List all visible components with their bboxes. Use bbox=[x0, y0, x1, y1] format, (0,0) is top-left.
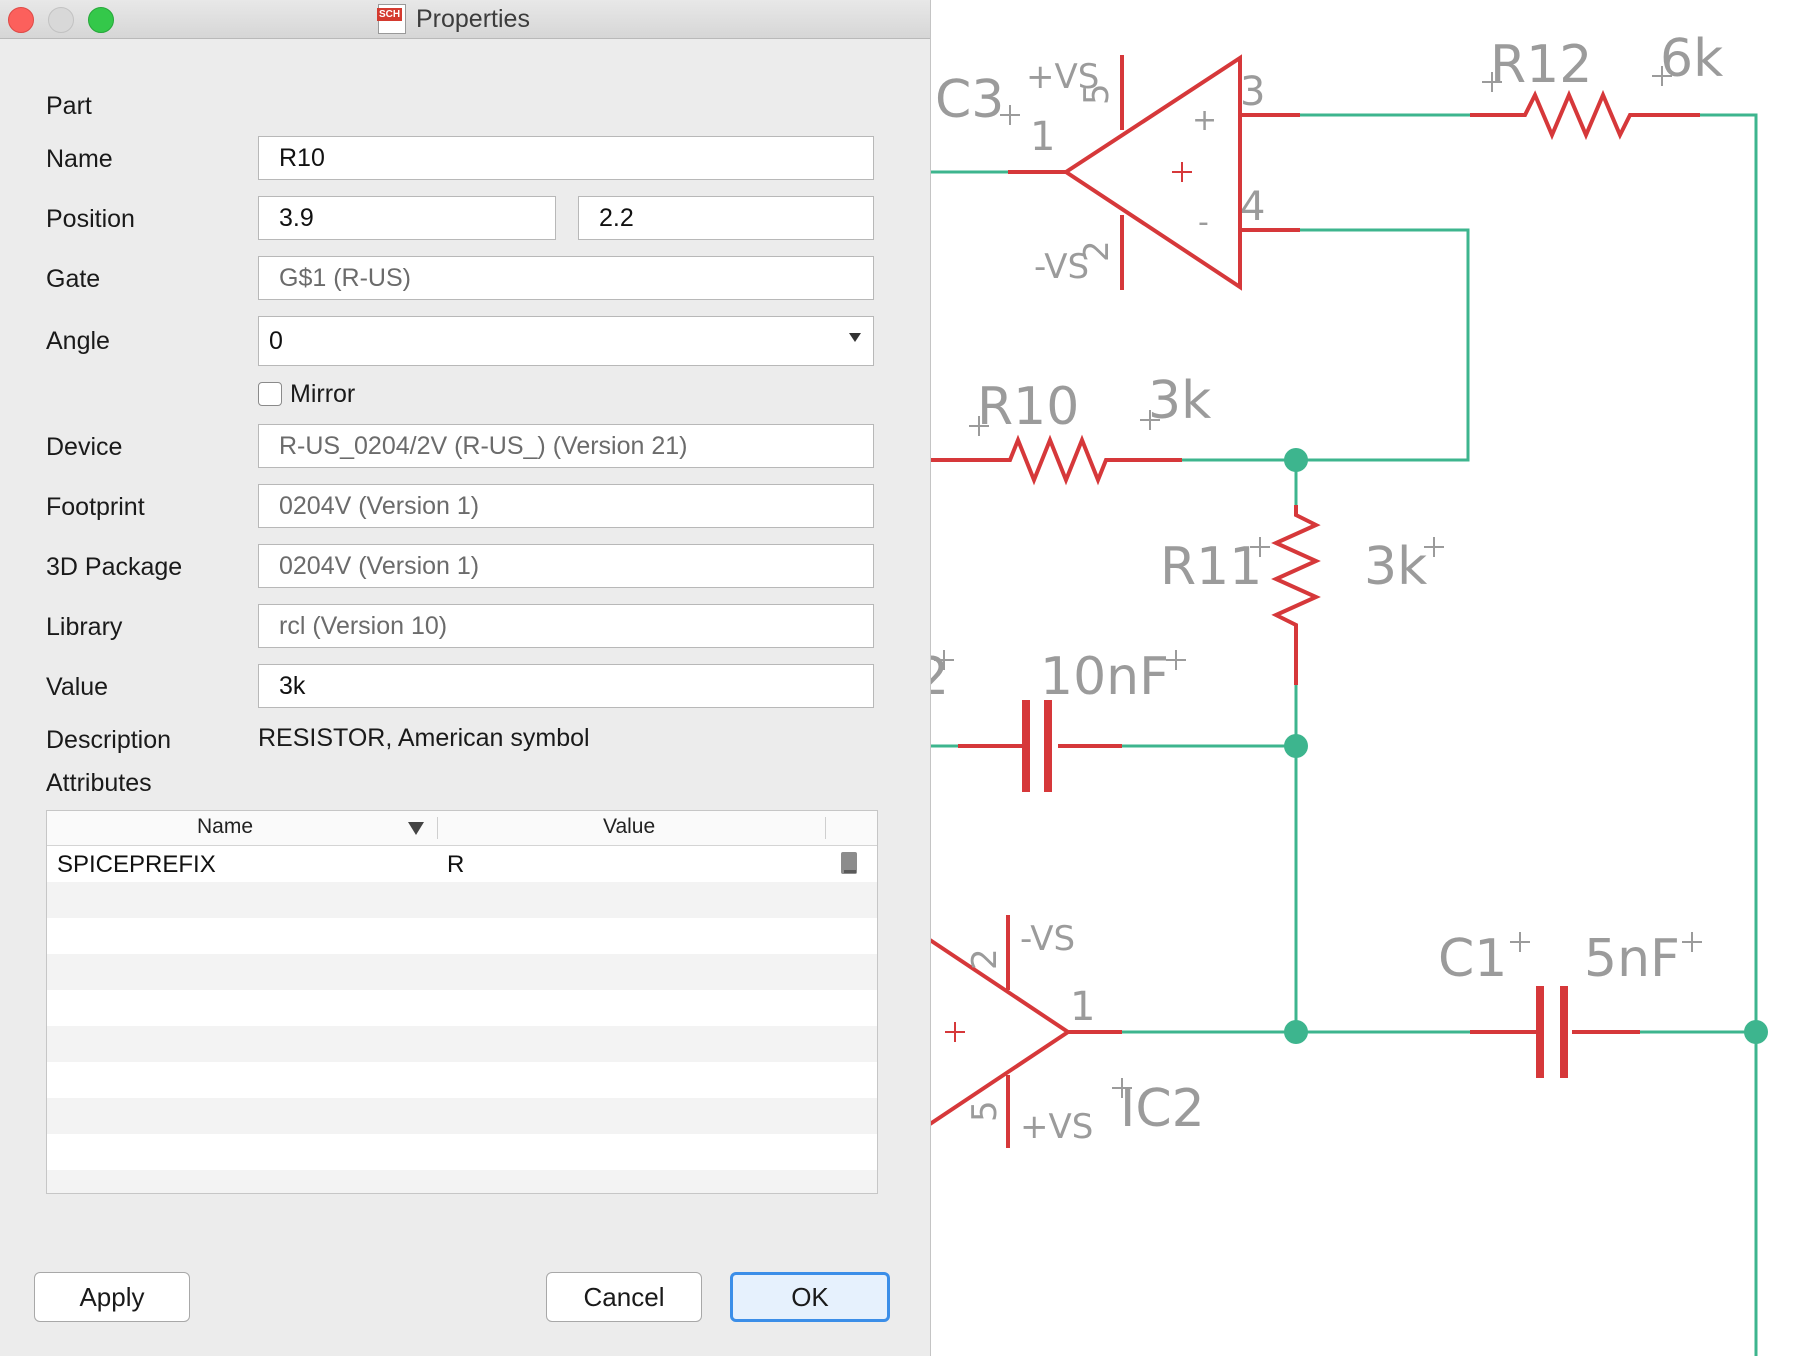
table-row-empty bbox=[47, 1098, 877, 1134]
label-vs-plus-bottom: +VS bbox=[1020, 1107, 1093, 1147]
gate-label: Gate bbox=[46, 265, 101, 293]
name-field[interactable]: R10 bbox=[258, 136, 874, 180]
label-r12: R12 bbox=[1490, 35, 1592, 95]
table-row[interactable]: SPICEPREFIX R bbox=[47, 846, 877, 882]
table-row-empty bbox=[47, 1134, 877, 1170]
net-wires bbox=[930, 113, 1758, 1356]
opamp-top-symbol bbox=[1062, 54, 1242, 291]
window-title: SCH Properties bbox=[377, 4, 530, 34]
cancel-button[interactable]: Cancel bbox=[546, 1272, 702, 1322]
label-r10: R10 bbox=[977, 377, 1079, 437]
mirror-label[interactable]: Mirror bbox=[290, 380, 356, 408]
origin-crosses bbox=[934, 66, 1702, 1098]
label-pin1-bottom: 1 bbox=[1070, 984, 1095, 1030]
value-label: Value bbox=[46, 673, 109, 701]
label-r10-value: 3k bbox=[1148, 371, 1211, 431]
maximize-window-button[interactable] bbox=[88, 7, 114, 33]
part-heading: Part bbox=[46, 92, 92, 120]
apply-button[interactable]: Apply bbox=[34, 1272, 190, 1322]
device-label: Device bbox=[46, 433, 123, 461]
label-vs-minus-top: -VS bbox=[1034, 247, 1089, 287]
edit-attribute-icon[interactable] bbox=[841, 852, 857, 874]
label-c3: C3 bbox=[935, 70, 1004, 130]
label-r11-value: 3k bbox=[1364, 537, 1427, 597]
attributes-table-body: SPICEPREFIX R bbox=[47, 846, 877, 1193]
value-field[interactable]: 3k bbox=[258, 664, 874, 708]
r10-symbol bbox=[930, 434, 1182, 486]
schematic-labels: C3 1 +VS 5 2 -VS 3 4 + - R12 6k R10 3k R… bbox=[916, 29, 1723, 1147]
r12-symbol bbox=[1470, 89, 1700, 141]
mirror-checkbox[interactable] bbox=[258, 382, 282, 406]
attributes-table-header: Name Value bbox=[47, 811, 877, 846]
label-c1-value: 5nF bbox=[1584, 929, 1680, 989]
angle-label: Angle bbox=[46, 327, 110, 355]
label-c3-pin1: 1 bbox=[1030, 114, 1055, 160]
label-r12-value: 6k bbox=[1660, 29, 1723, 89]
label-ic2: IC2 bbox=[1120, 1079, 1205, 1139]
description-label: Description bbox=[46, 726, 172, 754]
schematic-file-icon: SCH bbox=[377, 4, 406, 34]
angle-select[interactable]: 0 bbox=[258, 316, 874, 366]
description-text: RESISTOR, American symbol bbox=[258, 724, 590, 752]
column-header-name[interactable]: Name bbox=[197, 815, 254, 838]
c1-symbol bbox=[1536, 986, 1568, 1078]
package3d-field: 0204V (Version 1) bbox=[258, 544, 874, 588]
attributes-table[interactable]: Name Value SPICEPREFIX R bbox=[46, 810, 878, 1194]
table-row-empty bbox=[47, 954, 877, 990]
sort-descending-icon[interactable] bbox=[408, 822, 424, 835]
footprint-field: 0204V (Version 1) bbox=[258, 484, 874, 528]
gate-field: G$1 (R-US) bbox=[258, 256, 874, 300]
chevron-down-icon bbox=[849, 333, 861, 342]
device-field: R-US_0204/2V (R-US_) (Version 21) bbox=[258, 424, 874, 468]
column-header-value[interactable]: Value bbox=[603, 815, 656, 838]
parts bbox=[928, 54, 1700, 1148]
c2-symbol bbox=[1022, 700, 1052, 792]
label-op1-plus: + bbox=[1192, 103, 1217, 138]
position-x-field[interactable]: 3.9 bbox=[258, 196, 556, 240]
label-c2-value: 10nF bbox=[1040, 647, 1169, 707]
window-title-text: Properties bbox=[416, 4, 530, 33]
library-label: Library bbox=[46, 613, 123, 641]
table-row-empty bbox=[47, 1062, 877, 1098]
properties-dialog: SCH Properties Part Name R10 Position 3.… bbox=[0, 0, 931, 1356]
table-row-empty bbox=[47, 1026, 877, 1062]
footprint-label: Footprint bbox=[46, 493, 145, 521]
label-op1-pin3: 3 bbox=[1240, 69, 1265, 115]
column-divider bbox=[825, 817, 826, 839]
label-pin2-bottom: 2 bbox=[965, 948, 1005, 970]
label-c1: C1 bbox=[1438, 929, 1507, 989]
label-op1-minus: - bbox=[1198, 205, 1209, 240]
label-vs-plus-top: +VS bbox=[1026, 57, 1099, 97]
table-row-empty bbox=[47, 1170, 877, 1193]
attributes-label: Attributes bbox=[46, 769, 152, 797]
minimize-window-button[interactable] bbox=[48, 7, 74, 33]
position-y-field[interactable]: 2.2 bbox=[578, 196, 874, 240]
table-row-empty bbox=[47, 990, 877, 1026]
package3d-label: 3D Package bbox=[46, 553, 183, 581]
label-op1-pin4: 4 bbox=[1240, 184, 1265, 230]
angle-select-value: 0 bbox=[269, 326, 283, 355]
label-vs-minus-bottom: -VS bbox=[1020, 919, 1075, 959]
label-pin2-top: 2 bbox=[1077, 240, 1117, 262]
ok-button[interactable]: OK bbox=[730, 1272, 890, 1322]
attribute-value-cell[interactable]: R bbox=[447, 851, 465, 878]
name-label: Name bbox=[46, 145, 113, 173]
library-field: rcl (Version 10) bbox=[258, 604, 874, 648]
attribute-name-cell[interactable]: SPICEPREFIX bbox=[57, 851, 216, 878]
table-row-empty bbox=[47, 882, 877, 918]
label-r11: R11 bbox=[1160, 537, 1262, 597]
position-label: Position bbox=[46, 205, 135, 233]
close-window-button[interactable] bbox=[8, 7, 34, 33]
junction-dots bbox=[1284, 448, 1768, 1044]
label-pin5-top: 5 bbox=[1077, 83, 1117, 105]
label-pin5-bottom: 5 bbox=[965, 1100, 1005, 1122]
column-divider bbox=[437, 817, 438, 839]
r11-symbol bbox=[1271, 505, 1321, 685]
table-row-empty bbox=[47, 918, 877, 954]
title-bar[interactable]: SCH Properties bbox=[0, 0, 930, 39]
